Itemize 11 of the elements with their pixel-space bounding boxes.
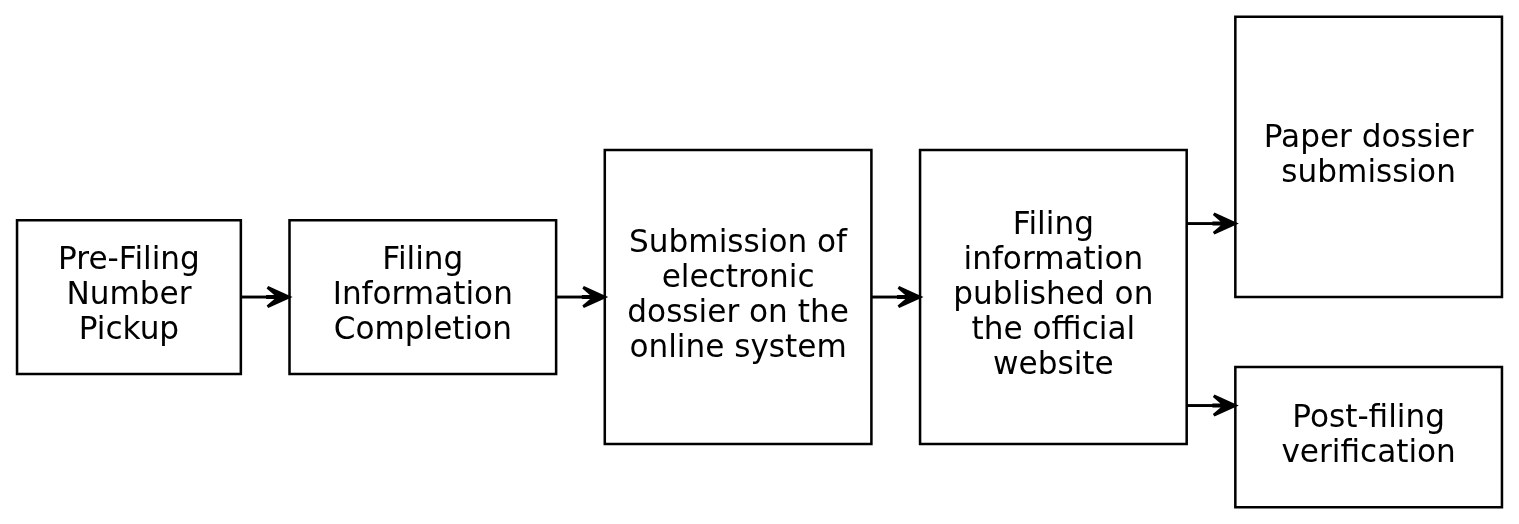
arrow bbox=[1187, 212, 1237, 235]
node-box: Paper dossier submission bbox=[1234, 15, 1504, 299]
node-box: Filing Information Completion bbox=[288, 218, 558, 376]
arrow bbox=[556, 285, 607, 309]
arrow bbox=[1187, 394, 1237, 417]
node-box: Submission of electronic dossier on the online system bbox=[603, 148, 873, 446]
node-box: Filing information published on the official website bbox=[918, 148, 1188, 446]
arrow bbox=[871, 285, 922, 309]
node-box: Pre-Filing Number Pickup bbox=[15, 218, 243, 376]
node-box: Post-filing verification bbox=[1234, 365, 1504, 509]
arrow bbox=[240, 285, 291, 309]
